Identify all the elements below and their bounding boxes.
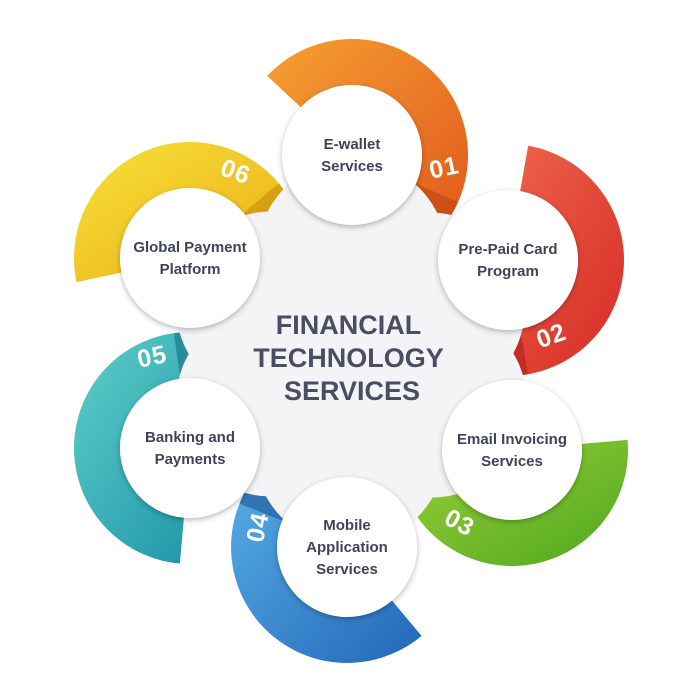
title-line-1: FINANCIAL	[276, 310, 421, 340]
step-number-04: 04	[241, 510, 275, 545]
service-node-circle	[442, 380, 582, 520]
service-node-circle	[120, 378, 260, 518]
service-label-line: Mobile	[323, 517, 371, 534]
service-label-line: Global Payment	[133, 239, 246, 256]
step-number-01: 01	[427, 151, 462, 185]
service-label-line: Services	[321, 158, 383, 175]
ring-segment-05	[73, 332, 230, 564]
step-number-05: 05	[135, 340, 170, 374]
service-label-line: E-wallet	[324, 136, 381, 153]
title-line-3: SERVICES	[284, 376, 420, 406]
ring-segment-03	[396, 439, 628, 567]
center-hub	[176, 160, 527, 546]
ring-segment-06	[74, 142, 304, 283]
ring-segment-02	[472, 145, 624, 376]
service-node-circle	[282, 85, 422, 225]
service-label-line: Services	[316, 561, 378, 578]
service-node-circle	[438, 190, 578, 330]
service-label-line: Program	[477, 263, 539, 280]
service-node-circle	[120, 188, 260, 328]
service-label-line: Application	[306, 539, 388, 556]
service-label-line: Platform	[160, 261, 221, 278]
service-node-circle	[277, 477, 417, 617]
service-label-line: Payments	[155, 451, 226, 468]
service-label-line: Services	[481, 453, 543, 470]
center-title: FINANCIAL TECHNOLOGY SERVICES	[253, 310, 451, 406]
service-label-line: Pre-Paid Card	[458, 241, 557, 258]
service-label-line: Email Invoicing	[457, 431, 567, 448]
service-label-line: Banking and	[145, 429, 235, 446]
title-line-2: TECHNOLOGY	[253, 343, 443, 373]
